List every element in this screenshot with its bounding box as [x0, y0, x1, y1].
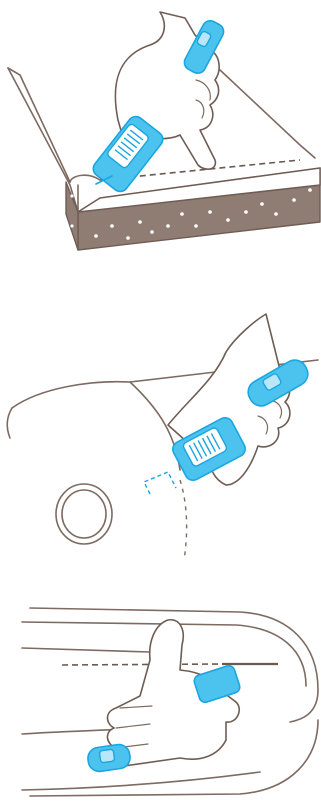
- sheet-top-edge: [29, 607, 319, 723]
- roll-cut-guide: [179, 479, 188, 561]
- roll-core-outer: [55, 483, 113, 545]
- box-cutter-icon: [172, 359, 309, 482]
- bottom-fold-edge: [21, 771, 261, 791]
- box-cutter-icon: [92, 20, 225, 193]
- step-2-illustration: [0, 300, 321, 570]
- slab-top-outline: [7, 67, 79, 213]
- material-curl: [69, 174, 101, 183]
- step-3-drawing: [21, 607, 319, 797]
- sheet-inner-edge: [21, 647, 151, 653]
- foam-pores: [70, 188, 312, 240]
- roll-top-edge: [11, 359, 319, 409]
- step-1-illustration: [0, 0, 321, 260]
- bottom-layer-edge: [29, 719, 319, 797]
- roll-core-inner: [61, 489, 107, 539]
- box-cutter-icon: [87, 664, 241, 773]
- blade-guide-box: [143, 471, 177, 495]
- roll-end-arc: [6, 407, 13, 439]
- sheet-second-edge: [21, 621, 307, 687]
- slab-back-edge: [219, 69, 316, 159]
- step-2-drawing: [6, 313, 319, 561]
- step-1-drawing: [7, 11, 321, 251]
- step-3-illustration: [0, 590, 321, 807]
- pressing-hand: [106, 619, 241, 767]
- foam-block-side: [65, 181, 79, 251]
- slab-left-edge: [7, 67, 71, 183]
- cut-guide-line: [61, 663, 223, 666]
